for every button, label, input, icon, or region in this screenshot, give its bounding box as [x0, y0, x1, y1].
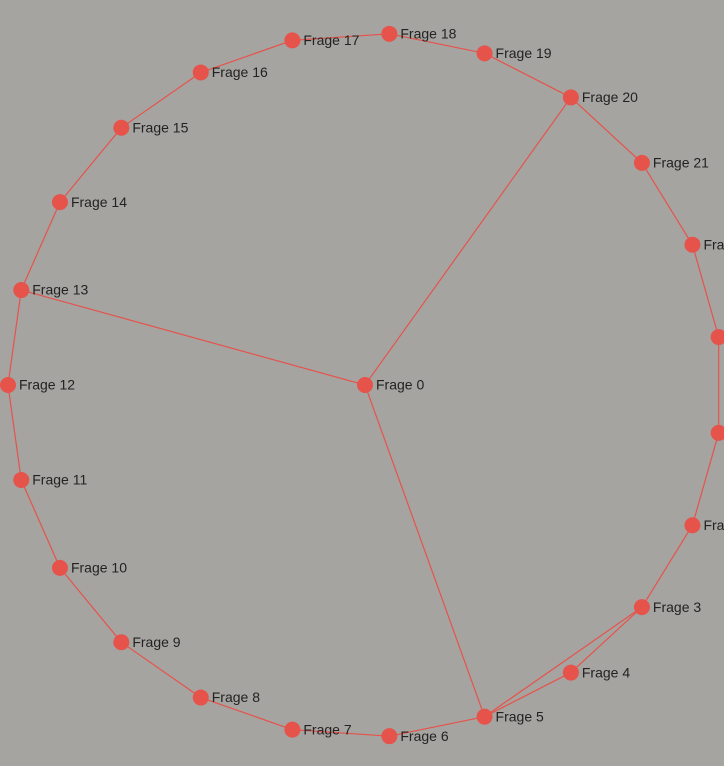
node-label-frage-2: Frage 2: [703, 517, 724, 533]
node-label-frage-7: Frage 7: [303, 721, 351, 737]
node-label-frage-19: Frage 19: [496, 45, 552, 61]
node-label-frage-3: Frage 3: [653, 599, 701, 615]
edge-0-5: [364, 384, 486, 717]
edge-2-3: [641, 524, 693, 608]
edge-7-8: [200, 696, 293, 731]
node-frage-21[interactable]: [633, 154, 650, 171]
node-frage-14[interactable]: [51, 194, 68, 211]
edge-1-2: [691, 432, 720, 526]
edge-4-5: [484, 672, 572, 718]
node-label-frage-4: Frage 4: [582, 664, 630, 680]
edge-13-14: [20, 201, 61, 291]
node-frage-6[interactable]: [381, 728, 398, 745]
edge-20-21: [570, 96, 643, 164]
node-frage-3[interactable]: [633, 599, 650, 616]
node-frage-15[interactable]: [113, 119, 130, 136]
edge-11-12: [7, 384, 22, 481]
edge-3-4: [570, 606, 643, 674]
edge-0-20: [364, 97, 572, 386]
node-frage-0[interactable]: [357, 377, 373, 393]
edge-19-20: [484, 52, 572, 98]
node-frage-1[interactable]: [710, 424, 724, 441]
node-frage-8[interactable]: [192, 689, 209, 706]
node-frage-10[interactable]: [51, 559, 68, 576]
node-label-frage-6: Frage 6: [400, 728, 448, 744]
node-frage-2[interactable]: [684, 517, 701, 534]
node-frage-13[interactable]: [13, 282, 30, 299]
node-label-frage-5: Frage 5: [496, 708, 544, 724]
node-label-frage-15: Frage 15: [132, 119, 188, 135]
node-frage-9[interactable]: [113, 634, 130, 651]
node-label-frage-21: Frage 21: [653, 155, 709, 171]
edge-15-16: [120, 71, 202, 129]
edge-16-17: [200, 39, 293, 74]
edge-0-13: [21, 289, 366, 386]
edge-17-18: [292, 33, 390, 41]
node-frage-22[interactable]: [684, 236, 701, 253]
edge-14-15: [59, 127, 122, 203]
edge-layer: [7, 33, 720, 737]
node-label-frage-20: Frage 20: [582, 89, 638, 105]
node-frage-12[interactable]: [0, 377, 16, 393]
node-label-frage-12: Frage 12: [19, 377, 75, 393]
edge-10-11: [20, 479, 61, 569]
node-frage-17[interactable]: [284, 32, 301, 49]
node-frage-23[interactable]: [710, 329, 724, 346]
edge-9-10: [59, 567, 122, 643]
node-label-frage-18: Frage 18: [400, 26, 456, 42]
node-frage-16[interactable]: [192, 64, 209, 81]
node-label-frage-17: Frage 17: [303, 32, 359, 48]
node-label-frage-10: Frage 10: [71, 560, 127, 576]
node-layer: [0, 25, 724, 745]
node-frage-20[interactable]: [562, 89, 579, 106]
node-label-frage-9: Frage 9: [132, 634, 180, 650]
edge-6-7: [292, 729, 390, 737]
edge-18-19: [389, 33, 485, 54]
edge-8-9: [120, 641, 202, 699]
node-label-frage-16: Frage 16: [212, 64, 268, 80]
node-frage-18[interactable]: [381, 25, 398, 42]
edge-3-5: [484, 606, 643, 718]
edge-5-6: [389, 716, 485, 737]
node-label-frage-14: Frage 14: [71, 194, 127, 210]
edge-21-22: [641, 162, 693, 246]
node-label-frage-22: Frage 22: [703, 236, 724, 252]
node-frage-7[interactable]: [284, 721, 301, 738]
edge-22-23: [691, 244, 720, 338]
node-label-frage-8: Frage 8: [212, 689, 260, 705]
node-frage-4[interactable]: [562, 664, 579, 681]
node-label-frage-13: Frage 13: [32, 282, 88, 298]
node-frage-11[interactable]: [13, 471, 30, 488]
node-label-frage-0: Frage 0: [376, 377, 424, 393]
edge-12-13: [7, 289, 22, 386]
node-label-frage-11: Frage 11: [32, 472, 87, 488]
node-frage-19[interactable]: [476, 45, 493, 62]
node-frage-5[interactable]: [476, 708, 493, 725]
